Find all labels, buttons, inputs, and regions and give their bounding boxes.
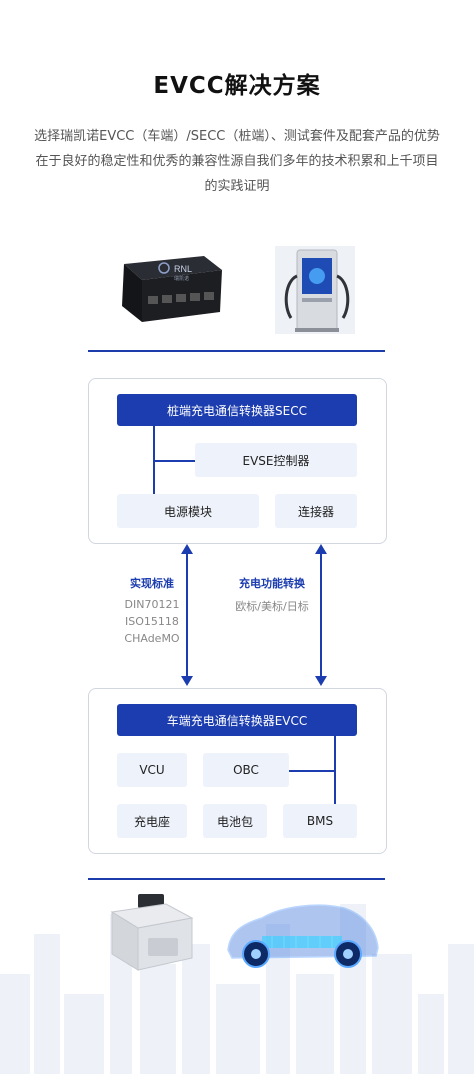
secc-device-image: RNL 瑞凯诺 [122, 256, 222, 322]
charge-port-box: 充电座 [117, 804, 187, 838]
evcc-connector-vertical [334, 736, 336, 806]
charging-pile-image [275, 246, 355, 334]
evcc-header: 车端充电通信转换器EVCC [117, 704, 357, 736]
evcc-divider-line [88, 878, 385, 880]
secc-divider-line [88, 350, 385, 352]
vcu-box: VCU [117, 753, 187, 787]
standard-iso: ISO15118 [125, 615, 179, 628]
device-brand-sub: 瑞凯诺 [174, 275, 189, 282]
evcc-module-image [110, 894, 194, 971]
evcc-connector-horizontal [289, 770, 334, 772]
connector-box: 连接器 [275, 494, 357, 528]
evcc-panel: 车端充电通信转换器EVCC VCU OBC 充电座 电池包 BMS [88, 688, 387, 854]
secc-connector-vertical [153, 426, 155, 498]
function-title: 充电功能转换 [239, 577, 305, 590]
battery-pack-box: 电池包 [203, 804, 267, 838]
ev-xray-image [227, 904, 379, 968]
city-skyline-background [0, 904, 474, 1074]
secc-connector-horizontal [153, 460, 195, 462]
bms-box: BMS [283, 804, 357, 838]
evse-controller-box: EVSE控制器 [195, 443, 357, 477]
page-title: EVCC解决方案 [153, 73, 321, 99]
power-module-box: 电源模块 [117, 494, 259, 528]
standard-din: DIN70121 [124, 598, 180, 611]
secc-panel: 桩端充电通信转换器SECC EVSE控制器 电源模块 连接器 [88, 378, 387, 544]
standards-title: 实现标准 [130, 577, 174, 590]
left-bidirectional-arrow [181, 544, 193, 686]
function-standards: 欧标/美标/日标 [235, 600, 309, 613]
secc-header: 桩端充电通信转换器SECC [117, 394, 357, 426]
device-brand: RNL [174, 264, 192, 274]
right-bidirectional-arrow [315, 544, 327, 686]
intro-paragraph: 选择瑞凯诺EVCC（车端）/SECC（桩端）、测试套件及配套产品的优势在于良好的… [34, 129, 440, 194]
obc-box: OBC [203, 753, 289, 787]
standard-chademo: CHAdeMO [124, 632, 180, 645]
